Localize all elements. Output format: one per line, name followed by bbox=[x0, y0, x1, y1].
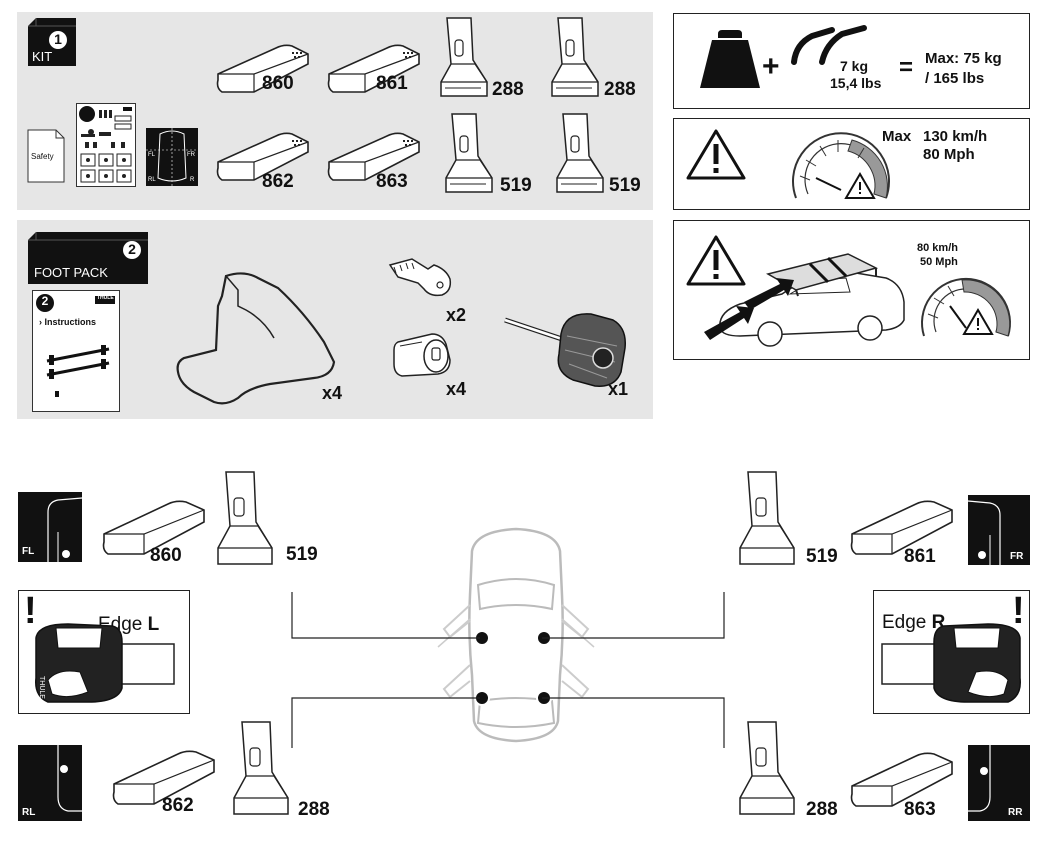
kit-part-861: 861 bbox=[376, 73, 408, 94]
fr-pad-number: 861 bbox=[904, 546, 936, 567]
speed-max-mph: 80 Mph bbox=[923, 146, 975, 163]
foot-288-image-a bbox=[440, 17, 488, 97]
kit-part-288-a: 288 bbox=[492, 79, 524, 100]
kit-part-860: 860 bbox=[262, 73, 294, 94]
foot-519-image-a bbox=[445, 113, 493, 193]
pad-count: x4 bbox=[322, 383, 343, 403]
kit-box-icon: 1 KIT bbox=[28, 18, 76, 66]
fl-pad-number: 860 bbox=[150, 545, 182, 566]
foot-519-image-b bbox=[556, 113, 604, 193]
speedometer-icon bbox=[792, 132, 890, 199]
car-top-view bbox=[437, 527, 595, 743]
safety-label: Safety bbox=[31, 152, 54, 161]
foot-pack-box-icon: 2 FOOT PACK bbox=[28, 232, 148, 284]
car-with-load-icon bbox=[704, 253, 905, 347]
fl-tag-label: FL bbox=[22, 546, 35, 557]
pos-label-fr: FR bbox=[187, 152, 195, 158]
rr-pad-image bbox=[850, 752, 953, 807]
edge-right-foot-image bbox=[881, 623, 1021, 703]
booklet-step-number: 2 bbox=[41, 294, 49, 308]
max-load-lbs: / 165 lbs bbox=[925, 70, 985, 87]
speed-max-label: Max bbox=[882, 128, 912, 145]
tool-count: x1 bbox=[608, 379, 629, 399]
rr-foot-number: 288 bbox=[806, 799, 838, 820]
kit-part-288-b: 288 bbox=[604, 79, 636, 100]
kit-instructions-booklet bbox=[76, 103, 136, 187]
edge-left-exclamation: ! bbox=[24, 590, 37, 632]
load-speed-mph: 50 Mph bbox=[920, 256, 958, 268]
rr-pad-number: 863 bbox=[904, 799, 936, 820]
fr-tag-label: FR bbox=[1010, 551, 1024, 562]
rl-pad-number: 862 bbox=[162, 795, 194, 816]
edge-left-foot-image: THULE bbox=[35, 623, 175, 703]
plus-sign: + bbox=[762, 50, 780, 83]
kit-part-863: 863 bbox=[376, 171, 408, 192]
foot-pack-label: FOOT PACK bbox=[34, 265, 108, 280]
fr-position-tag: FR bbox=[967, 495, 1030, 565]
warning-triangle-icon bbox=[686, 129, 746, 180]
equals-sign: = bbox=[899, 54, 914, 81]
load-speed-kmh: 80 km/h bbox=[917, 242, 958, 254]
lock-cylinder-icon bbox=[393, 333, 451, 377]
max-load-kg: Max: 75 kg bbox=[925, 50, 1002, 67]
fl-position-tag: FL bbox=[18, 492, 83, 562]
rl-foot-number: 288 bbox=[298, 799, 330, 820]
lock-count: x4 bbox=[446, 379, 467, 399]
roof-bars-icon bbox=[791, 25, 867, 65]
position-card: FL FR RL R bbox=[146, 128, 198, 186]
rr-position-tag: RR bbox=[968, 745, 1030, 821]
speedometer-icon bbox=[921, 277, 1011, 337]
fr-pad-image bbox=[850, 500, 953, 555]
fl-pad-image bbox=[102, 500, 205, 555]
rl-pad-image bbox=[112, 750, 215, 805]
foot-288-image-b bbox=[551, 17, 599, 97]
foot-pack-step-number: 2 bbox=[128, 241, 136, 257]
key-count: x2 bbox=[446, 305, 467, 325]
svg-text:THULE: THULE bbox=[38, 676, 45, 699]
rr-foot-image bbox=[739, 721, 795, 815]
kit-part-519-a: 519 bbox=[500, 175, 532, 196]
booklet-brand: THULE bbox=[97, 295, 114, 301]
key-icon bbox=[388, 258, 452, 297]
pad-862-image bbox=[216, 132, 309, 181]
rl-tag-label: RL bbox=[22, 807, 36, 818]
pad-861-image bbox=[327, 44, 420, 93]
tool-icon bbox=[504, 313, 626, 387]
weight-icon bbox=[700, 30, 760, 88]
fl-foot-image bbox=[217, 471, 273, 565]
fr-foot-number: 519 bbox=[806, 546, 838, 567]
pos-label-rr: R bbox=[190, 177, 195, 183]
rl-foot-image bbox=[233, 721, 289, 815]
accessory-weight-lbs: 15,4 lbs bbox=[830, 75, 882, 91]
pos-label-fl: FL bbox=[148, 152, 156, 158]
safety-booklet: Safety bbox=[27, 129, 65, 183]
pad-860-image bbox=[216, 44, 309, 93]
pad-863-image bbox=[327, 132, 420, 181]
rl-position-tag: RL bbox=[18, 745, 82, 821]
speed-max-kmh: 130 km/h bbox=[923, 128, 988, 145]
pos-label-rl: RL bbox=[148, 177, 156, 183]
connector-lines bbox=[291, 592, 725, 748]
edge-left-side: L bbox=[147, 614, 160, 635]
kit-label: KIT bbox=[32, 49, 53, 64]
fl-foot-number: 519 bbox=[286, 544, 318, 565]
accessory-weight-kg: 7 kg bbox=[840, 58, 869, 74]
instructions-label: › Instructions bbox=[39, 317, 97, 327]
rr-tag-label: RR bbox=[1008, 807, 1023, 818]
kit-part-519-b: 519 bbox=[609, 175, 641, 196]
warning-triangle-icon bbox=[686, 235, 746, 286]
rubber-pad-image bbox=[176, 272, 336, 405]
edge-right-exclamation: ! bbox=[1012, 590, 1025, 632]
fr-foot-image bbox=[739, 471, 795, 565]
kit-part-862: 862 bbox=[262, 171, 294, 192]
kit-step-number: 1 bbox=[54, 31, 62, 47]
edge-right-word: Edge bbox=[882, 612, 927, 633]
foot-pack-instructions-booklet: 2 THULE › Instructions bbox=[32, 290, 120, 412]
